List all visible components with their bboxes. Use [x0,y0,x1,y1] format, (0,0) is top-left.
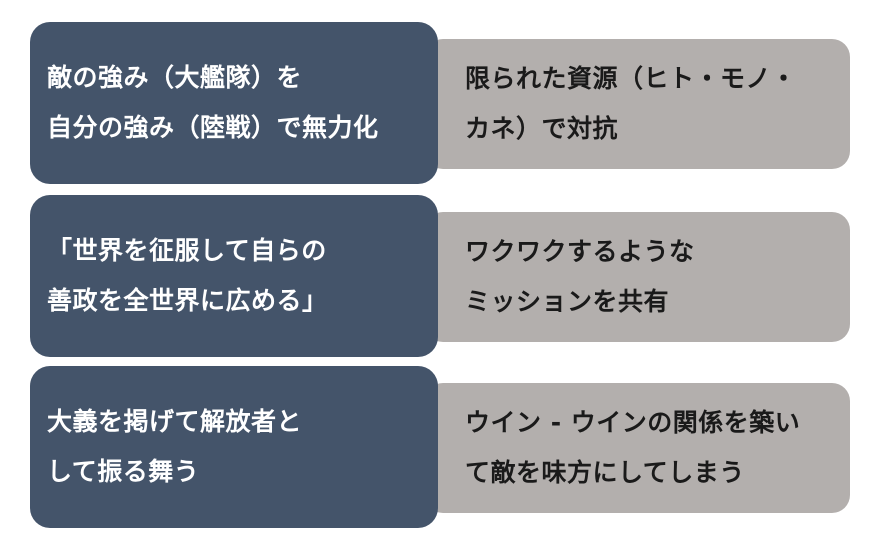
approach-box: 限られた資源（ヒト・モノ・ カネ）で対抗 [425,39,850,169]
strategy-text-line: 善政を全世界に広める」 [47,286,328,315]
approach-text-line: 限られた資源（ヒト・モノ・ [465,64,797,93]
approach-text-line: ウイン - ウインの関係を築い [465,408,801,437]
strategy-box: 大義を掲げて解放者と して振る舞う [30,366,438,528]
approach-box: ウイン - ウインの関係を築い て敵を味方にしてしまう [425,383,850,513]
approach-box: ワクワクするような ミッションを共有 [425,212,850,342]
approach-text-line: て敵を味方にしてしまう [465,458,745,487]
comparison-row: ウイン - ウインの関係を築い て敵を味方にしてしまう 大義を掲げて解放者と し… [30,366,850,528]
approach-text-line: ワクワクするような [465,237,695,266]
strategy-text-line: して振る舞う [47,457,200,486]
approach-text-line: ミッションを共有 [465,287,670,316]
strategy-text-line: 「世界を征服して自らの [47,236,327,265]
strategy-text-line: 敵の強み（大艦隊）を [47,63,303,92]
strategy-text-line: 大義を掲げて解放者と [47,407,303,436]
comparison-row: 限られた資源（ヒト・モノ・ カネ）で対抗 敵の強み（大艦隊）を 自分の強み（陸戦… [30,22,850,184]
approach-text-line: カネ）で対抗 [465,114,619,143]
comparison-row: ワクワクするような ミッションを共有 「世界を征服して自らの 善政を全世界に広め… [30,195,850,357]
strategy-box: 敵の強み（大艦隊）を 自分の強み（陸戦）で無力化 [30,22,438,184]
strategy-box: 「世界を征服して自らの 善政を全世界に広める」 [30,195,438,357]
strategy-text-line: 自分の強み（陸戦）で無力化 [47,113,379,142]
